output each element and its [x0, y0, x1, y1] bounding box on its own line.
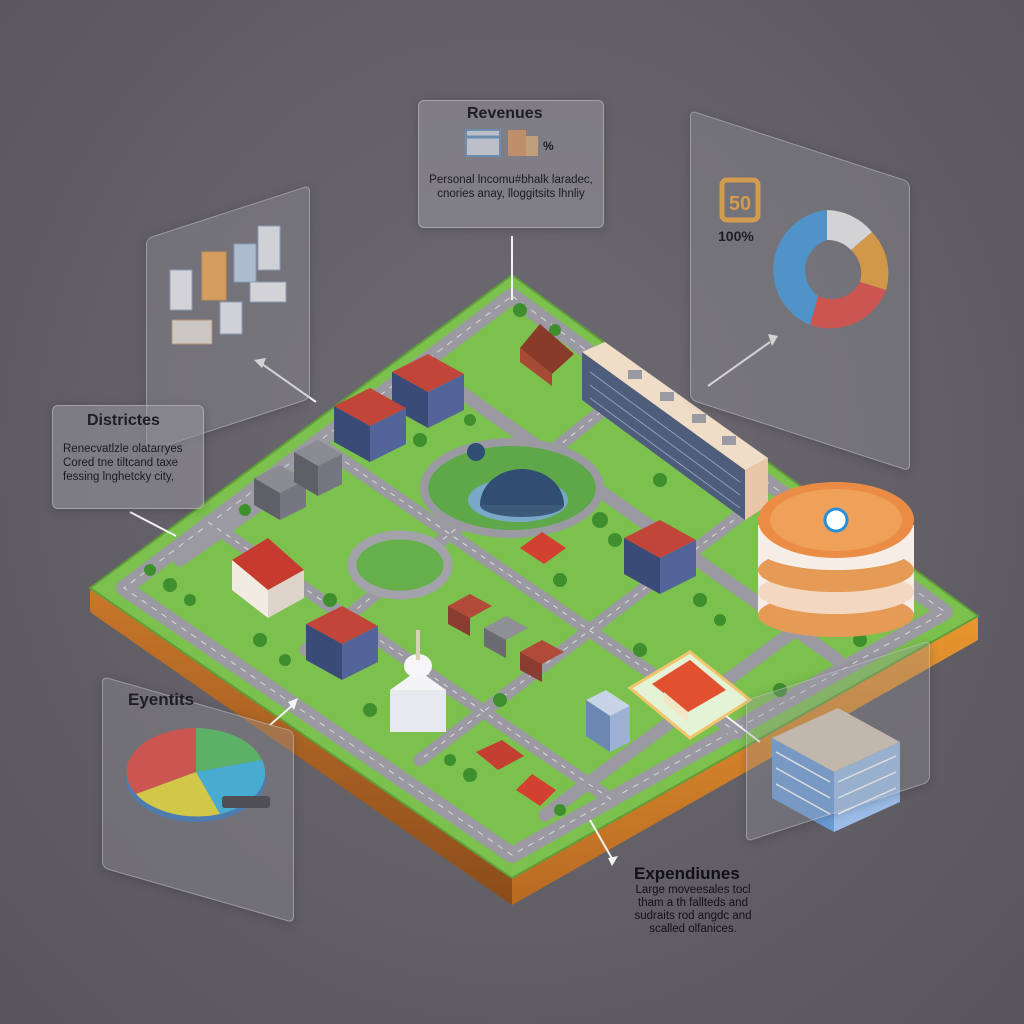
donut-segment-white — [827, 210, 872, 250]
expenditures-line-3: sudraits rod angdc and — [634, 910, 752, 922]
districts-title: Districtes — [87, 412, 160, 429]
budget-panel-icon: 50 — [719, 177, 761, 223]
small-houses — [448, 532, 566, 806]
round-stadium-building — [758, 482, 914, 637]
donut-segment-orange — [851, 232, 889, 290]
long-office-building — [582, 342, 768, 520]
town-hall — [390, 630, 446, 732]
expenditures-line-2: tham a th fallteds and — [638, 897, 748, 909]
park-dome — [467, 443, 564, 517]
pie-slice-yellow — [136, 772, 220, 817]
revenues-line-1: Personal lncomu#bhalk laradec, — [429, 174, 593, 186]
board-side-left — [90, 588, 512, 905]
districts-building-icons — [169, 225, 287, 345]
glass-tower — [586, 690, 630, 752]
districts-description: Renecvatlzle olatarryes Cored tne tiltca… — [63, 442, 199, 484]
percent-label: % — [543, 139, 554, 153]
pie-slice-green — [196, 728, 262, 772]
roundabout — [347, 530, 453, 600]
navy-office-2 — [334, 388, 406, 462]
expenditures-title: Expendiunes — [634, 864, 740, 883]
brick-church — [520, 324, 574, 386]
revenues-line-2: cnories anay, lloggitsits lhnliy — [437, 188, 585, 200]
pie-slice-red — [126, 728, 196, 794]
navy-office-1 — [392, 354, 464, 428]
donut-segment-red — [810, 282, 886, 329]
board-side-right — [512, 616, 978, 905]
featured-house — [627, 650, 753, 740]
red-roof-hall — [232, 538, 304, 618]
expenditures-building — [772, 708, 900, 832]
connector-lines — [129, 236, 778, 866]
districts-line-3: fessing lnghetcky city, — [63, 471, 175, 483]
expenditures-line-4: scalled olfanices. — [649, 923, 737, 935]
donut-segment-blue — [773, 210, 827, 325]
grey-block-2 — [294, 440, 342, 496]
ring-road-lane — [123, 295, 946, 856]
districts-line-2: Cored tne tiltcand taxe — [63, 457, 179, 469]
grey-block-1 — [254, 465, 306, 520]
budget-donut-chart — [773, 210, 889, 329]
revenues-description: Personal lncomu#bhalk laradec, cnories a… — [425, 173, 597, 201]
expenditures-line-1: Large moveesales tocl — [635, 884, 751, 896]
navy-office-3 — [306, 606, 378, 680]
events-title: Eyentits — [128, 690, 195, 709]
districts-line-1: Renecvatlzle olatarryes — [63, 443, 183, 455]
budget-percent-label: 100% — [718, 228, 754, 244]
districts-panel: Districtes Renecvatlzle olatarryes Cored… — [52, 405, 204, 509]
events-pie-chart — [126, 728, 270, 822]
buildings — [232, 324, 914, 806]
svg-text:50: 50 — [729, 193, 751, 215]
revenues-panel: Revenues % Personal lncomu#bhalk laradec… — [418, 100, 604, 228]
navy-office-4 — [624, 520, 696, 594]
expenditures-description: Large moveesales tocl tham a th fallteds… — [608, 884, 778, 936]
revenues-title: Revenues — [467, 105, 543, 122]
